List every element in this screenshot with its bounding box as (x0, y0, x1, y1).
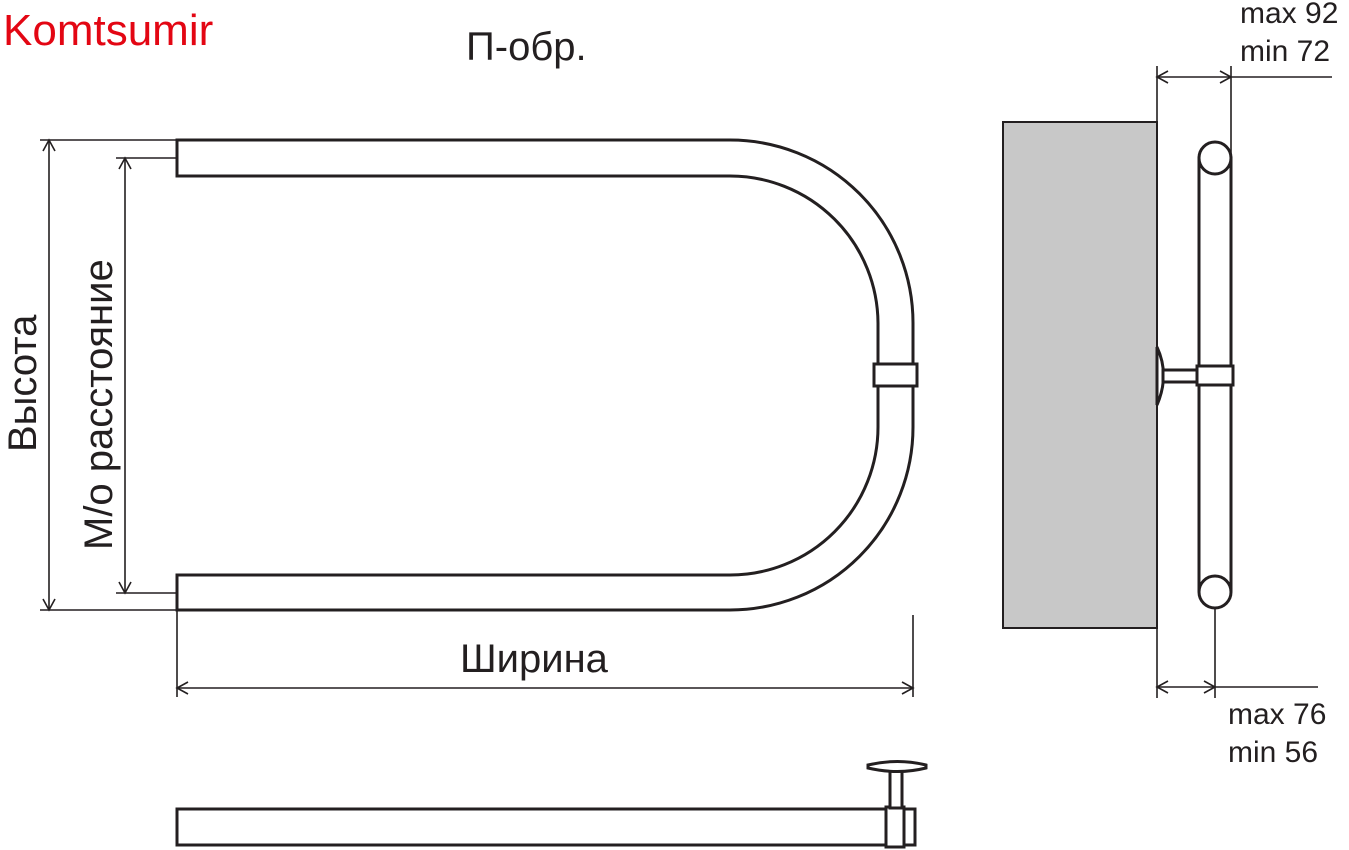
height-label: Высота (1, 314, 45, 452)
top-view-mount-flange (866, 760, 928, 773)
center-distance-label: М/о расстояние (77, 259, 121, 550)
brand-logo: Komtsumir (3, 6, 213, 55)
top-view-clamp (884, 805, 906, 849)
side-top-pipe-section (1197, 140, 1233, 176)
side-view: max 92 min 72 max 76 min 56 (1002, 0, 1338, 769)
wall-block (1002, 121, 1158, 629)
top-offset-max: max 92 (1240, 0, 1338, 30)
drawing-title: П-обр. (466, 25, 587, 69)
top-view-mount-stem (888, 768, 904, 810)
top-view (175, 760, 928, 849)
width-label: Ширина (460, 637, 609, 681)
front-mount-clamp (872, 362, 919, 388)
bottom-offset-max: max 76 (1228, 698, 1326, 731)
u-pipe-outer (175, 138, 915, 612)
side-bottom-pipe-section (1197, 574, 1233, 610)
side-mount-stem (1161, 368, 1201, 384)
top-view-pipe (175, 807, 890, 847)
top-offset-min: min 72 (1240, 35, 1330, 68)
front-view: Высота М/о расстояние Ширина (1, 138, 919, 697)
bottom-offset-min: min 56 (1228, 736, 1318, 769)
side-mount-clamp (1195, 364, 1235, 387)
